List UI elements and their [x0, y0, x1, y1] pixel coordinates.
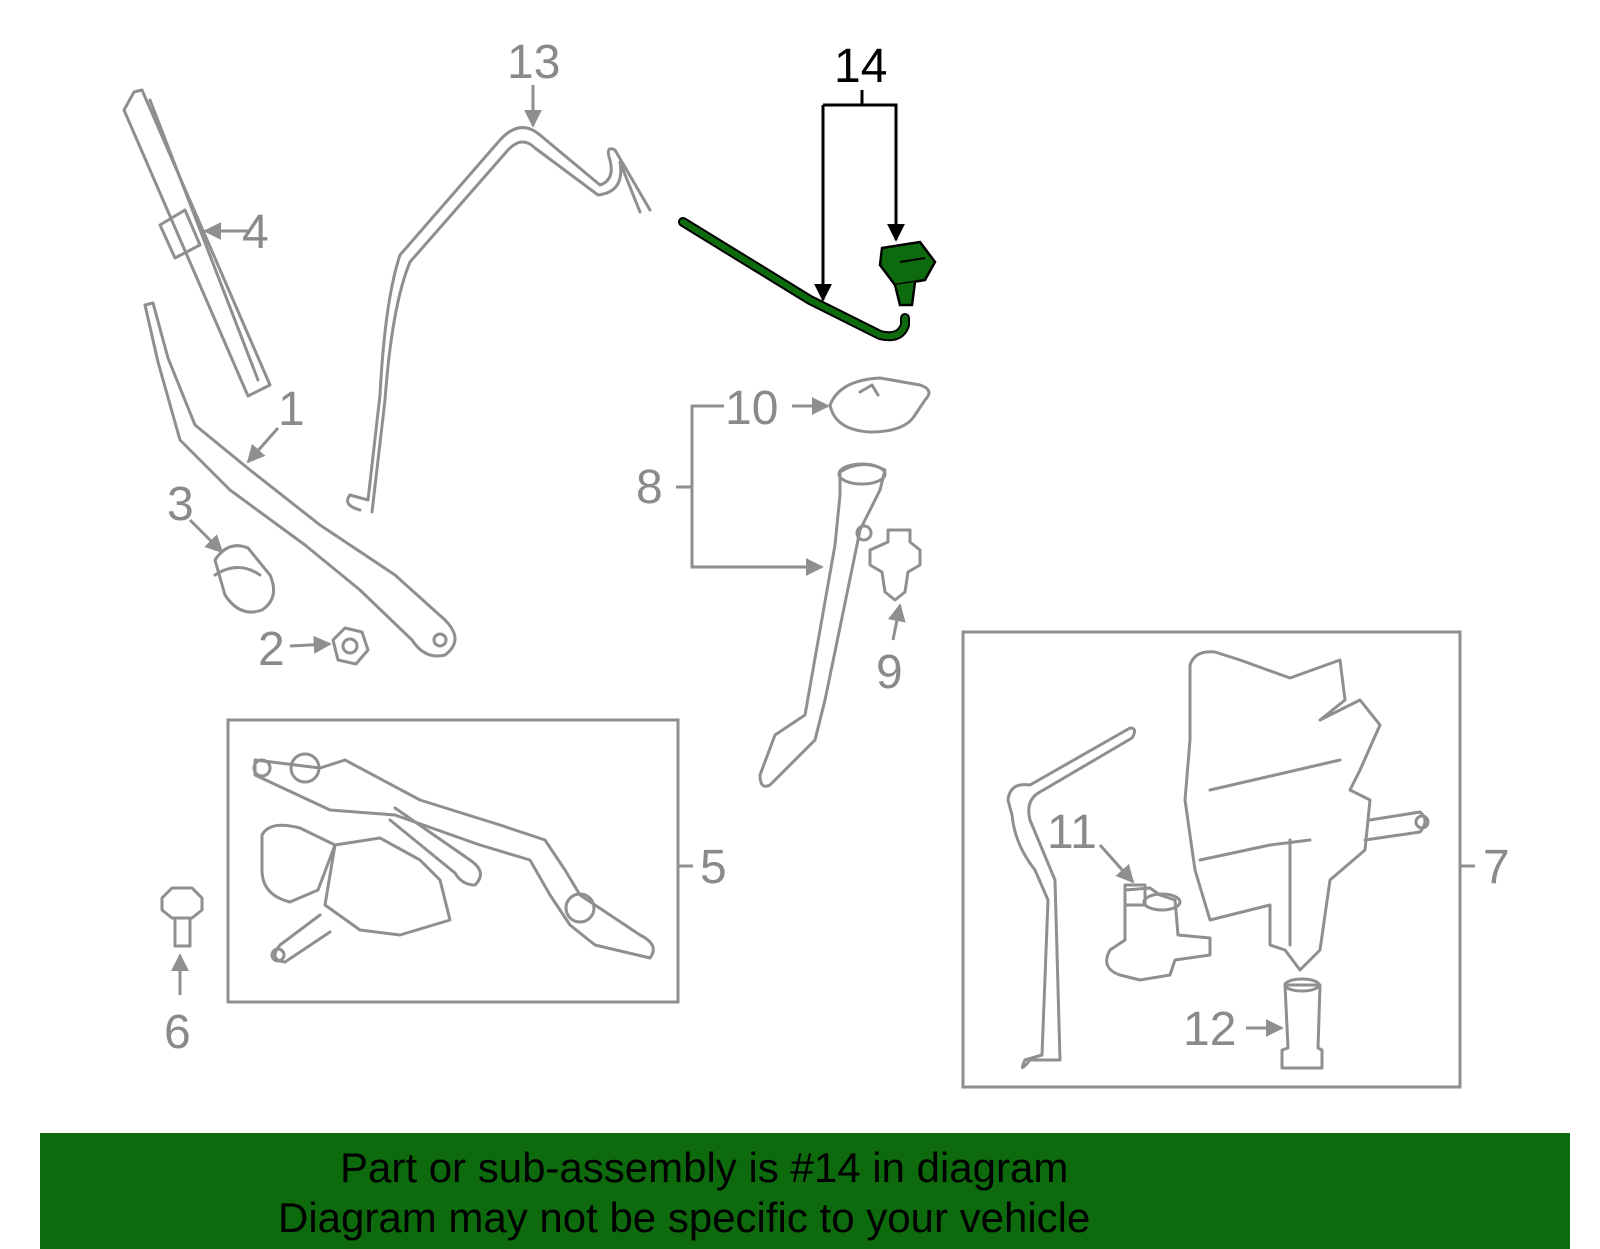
leader-3	[188, 518, 224, 554]
leader-11	[1098, 844, 1135, 884]
part-10-reservoir-cap[interactable]	[828, 376, 931, 434]
callout-11[interactable]: 11	[1047, 806, 1097, 859]
leader-14-nozzle	[823, 103, 905, 242]
part-14-washer-hose-nozzle[interactable]	[678, 217, 937, 342]
callout-12[interactable]: 12	[1183, 1003, 1236, 1056]
part-13-hose[interactable]	[346, 126, 652, 512]
part-6-bolt[interactable]	[160, 886, 204, 948]
part-2-nut[interactable]	[331, 626, 370, 666]
callout-8[interactable]: 8	[636, 461, 663, 514]
callout-13[interactable]: 13	[507, 36, 560, 89]
callout-3[interactable]: 3	[167, 478, 194, 531]
part-9-clip[interactable]	[868, 528, 922, 602]
box-7	[961, 630, 1462, 1089]
part-12-grommet[interactable]	[1280, 977, 1324, 1070]
part-3-cap[interactable]	[213, 544, 276, 614]
box-5	[226, 718, 680, 1004]
part-4-wiper-blade[interactable]	[122, 88, 272, 398]
callout-1[interactable]: 1	[278, 383, 305, 436]
info-banner: Part or sub-assembly is #14 in diagram D…	[40, 1133, 1570, 1249]
banner-line-2: Diagram may not be specific to your vehi…	[278, 1194, 1091, 1241]
part-8-filler-neck[interactable]	[758, 462, 887, 788]
part-11-washer-pump[interactable]	[1105, 883, 1212, 982]
callout-4[interactable]: 4	[242, 206, 269, 259]
part-1-wiper-arm[interactable]	[143, 301, 457, 658]
leader-9	[887, 603, 906, 641]
banner-line-1: Part or sub-assembly is #14 in diagram	[340, 1144, 1069, 1191]
callout-5[interactable]: 5	[700, 841, 727, 894]
callout-2[interactable]: 2	[258, 623, 285, 676]
callout-7[interactable]: 7	[1483, 841, 1510, 894]
callout-6[interactable]: 6	[164, 1006, 191, 1059]
leader-2	[289, 635, 332, 654]
callout-14[interactable]: 14	[834, 40, 887, 93]
part-7-washer-reservoir[interactable]	[1006, 650, 1430, 1069]
callout-10[interactable]: 10	[725, 382, 778, 435]
part-5-wiper-linkage[interactable]	[252, 752, 655, 964]
parts-diagram: 4 1 3 2 13 14 10	[122, 36, 1510, 1089]
leader-1	[246, 427, 280, 464]
callout-9[interactable]: 9	[876, 646, 903, 699]
